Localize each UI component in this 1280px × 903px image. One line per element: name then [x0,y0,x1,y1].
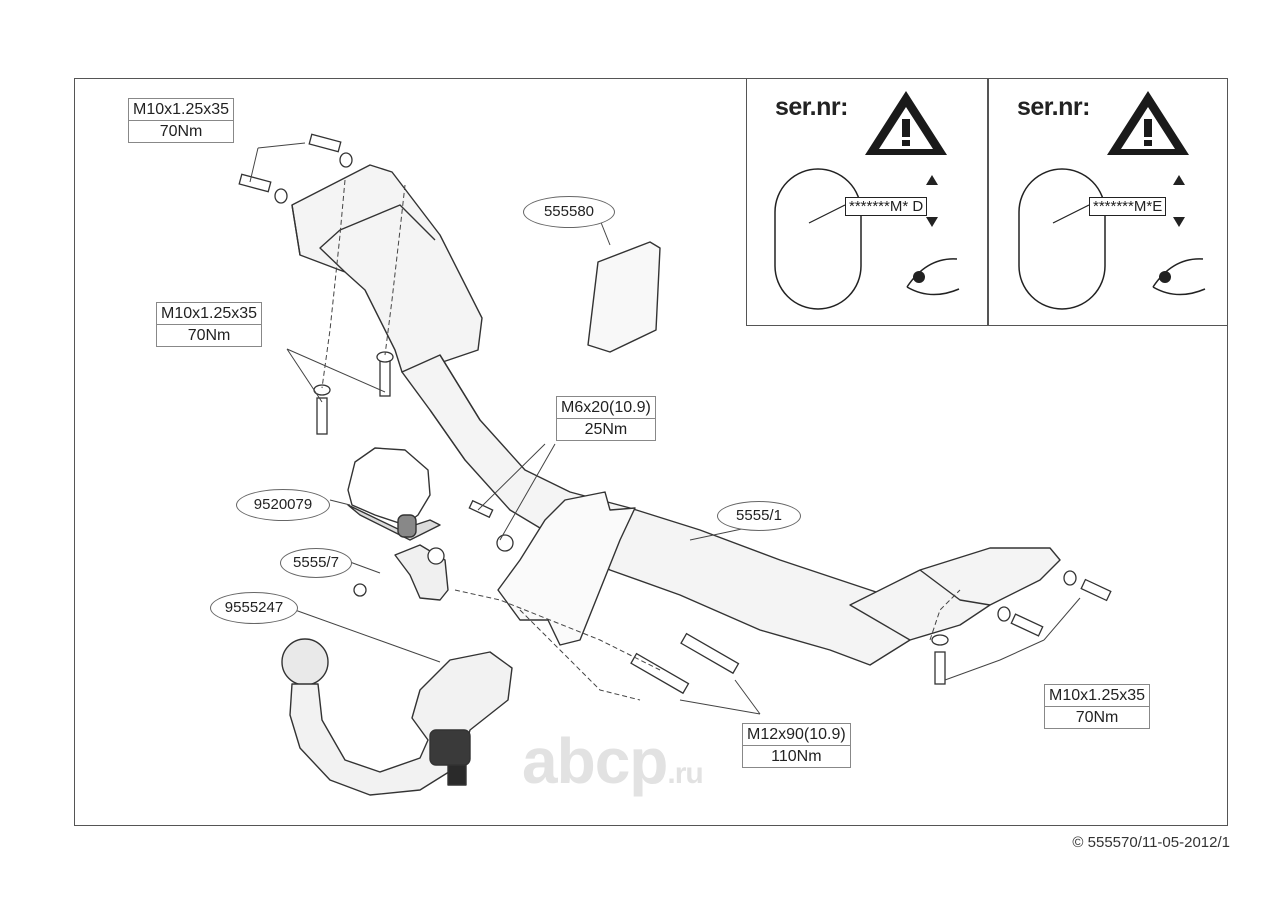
bolt-right-2 [1010,613,1044,637]
warning-triangle-icon [1107,91,1189,155]
serial-code: *******M*E [1089,197,1167,216]
part-label-socket: 9520079 [236,489,330,521]
part-label-beam: 5555/1 [717,501,801,531]
bolt-right-3 [1080,578,1112,602]
copyright-footer: © 555570/11-05-2012/1 [1072,834,1230,851]
serial-panel-e: ser.nr: *******M*E [988,78,1228,326]
watermark: abcp.ru [522,725,704,797]
bolt-spec-m6: M6x20(10.9) 25Nm [556,396,656,441]
part-label-bracket: 5555/7 [280,548,352,578]
drawing-frame [74,78,1228,826]
center-bracket [497,491,636,646]
bolt-spec-top: M10x1.25x35 70Nm [128,98,235,143]
bolt-m12-1 [630,652,690,695]
serial-code: *******M* D [845,197,928,216]
eye-icon [1152,258,1206,296]
tow-ball [281,638,329,686]
bolt-m12-2 [680,632,740,675]
bolt-top-1 [308,133,342,153]
part-label-ball: 9555247 [210,592,298,624]
part-label-kit: 555580 [523,196,615,228]
serial-title: ser.nr: [1017,93,1090,121]
hardware-kit [587,241,661,353]
serial-panel-d: ser.nr: *******M* D [746,78,988,326]
right-mounting-plate [849,547,1061,641]
bolt-top-2 [238,173,272,193]
serial-plate-icon [1018,168,1185,310]
eye-icon [906,258,960,296]
serial-plate-icon [774,168,938,310]
bolt-spec-m12: M12x90(10.9) 110Nm [742,723,851,768]
bolt-spec-right: M10x1.25x35 70Nm [1044,684,1151,729]
warning-triangle-icon [865,91,947,155]
socket-plate [347,447,431,526]
serial-title: ser.nr: [775,93,848,121]
bolt-right-1 [934,651,946,685]
bolt-spec-left: M10x1.25x35 70Nm [156,302,263,347]
bolt-left-1 [316,397,328,435]
